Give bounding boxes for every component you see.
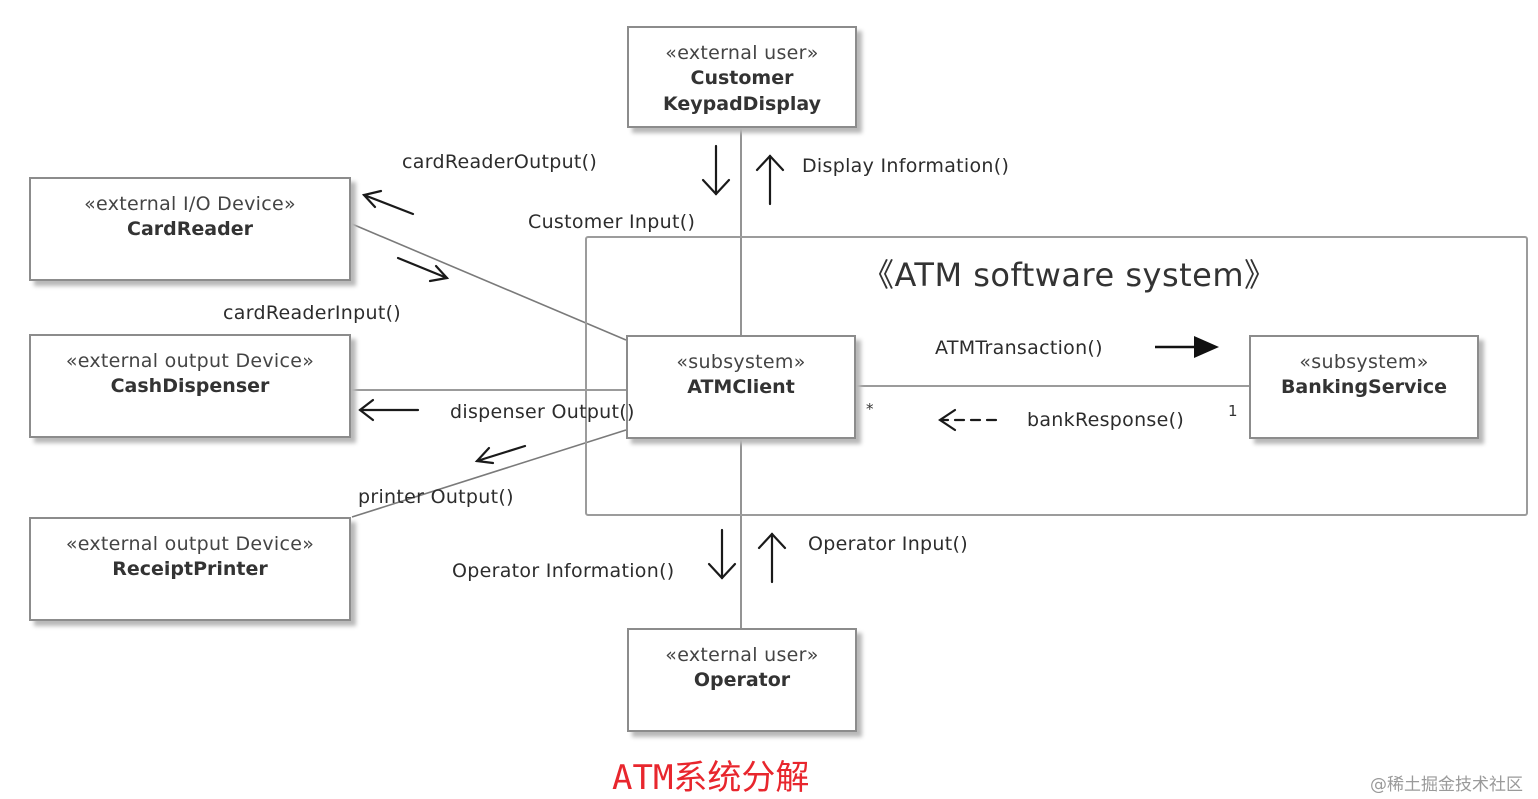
arrow-dispenser-output xyxy=(358,398,420,422)
system-title: 《ATM software system》 xyxy=(862,256,1277,294)
box-operator[interactable]: «external user» Operator xyxy=(627,628,857,732)
arrow-card-reader-output xyxy=(361,189,415,216)
box-banking-service[interactable]: «subsystem» BankingService xyxy=(1249,335,1479,439)
arrow-down-customer-input xyxy=(701,144,731,196)
line-cardreader-client xyxy=(351,223,627,341)
box-name: ReceiptPrinter xyxy=(112,558,268,580)
box-name: ATMClient xyxy=(687,376,795,398)
box-name-line1: Customer xyxy=(690,67,794,89)
diagram-caption: ATM系统分解 xyxy=(612,758,810,798)
label-display-information: Display Information() xyxy=(802,155,1010,177)
arrow-up-display-information xyxy=(755,154,785,206)
box-atm-client[interactable]: «subsystem» ATMClient xyxy=(626,335,856,439)
arrow-down-operator-information xyxy=(707,528,737,580)
box-card-reader[interactable]: «external I/O Device» CardReader xyxy=(29,177,351,281)
arrow-printer-output xyxy=(474,444,527,465)
multiplicity-client: * xyxy=(866,400,874,418)
label-customer-input: Customer Input() xyxy=(528,211,696,233)
stereotype-label: «external output Device» xyxy=(65,533,315,555)
label-operator-input: Operator Input() xyxy=(808,533,968,555)
label-dispenser-output: dispenser Output() xyxy=(450,401,635,423)
box-name: CashDispenser xyxy=(110,375,270,397)
stereotype-label: «subsystem» xyxy=(676,351,806,373)
atm-software-system-boundary xyxy=(585,236,1528,516)
box-receipt-printer[interactable]: «external output Device» ReceiptPrinter xyxy=(29,517,351,621)
box-name-line2: KeypadDisplay xyxy=(662,93,821,115)
line-printer-client xyxy=(351,429,627,518)
arrow-up-operator-input xyxy=(757,532,787,584)
label-printer-output: printer Output() xyxy=(358,486,514,508)
arrow-atm-transaction xyxy=(1155,336,1219,358)
stereotype-label: «external user» xyxy=(665,42,819,64)
label-operator-information: Operator Information() xyxy=(452,560,675,582)
stereotype-label: «external I/O Device» xyxy=(84,193,296,215)
arrow-card-reader-input xyxy=(396,256,450,283)
stereotype-label: «external output Device» xyxy=(65,350,315,372)
box-cash-dispenser[interactable]: «external output Device» CashDispenser xyxy=(29,334,351,438)
label-card-reader-input: cardReaderInput() xyxy=(223,302,401,324)
stereotype-label: «external user» xyxy=(665,644,819,666)
box-name: Operator xyxy=(693,669,791,691)
label-card-reader-output: cardReaderOutput() xyxy=(402,151,598,173)
box-name: BankingService xyxy=(1280,376,1448,398)
box-customer-keypad-display[interactable]: «external user» Customer KeypadDisplay xyxy=(627,26,857,128)
multiplicity-bank: 1 xyxy=(1228,402,1238,420)
stereotype-label: «subsystem» xyxy=(1299,351,1429,373)
label-atm-transaction: ATMTransaction() xyxy=(935,337,1103,359)
box-name: CardReader xyxy=(127,218,253,240)
arrow-bank-response xyxy=(938,408,998,432)
watermark: @稀土掘金技术社区 xyxy=(1370,775,1523,795)
label-bank-response: bankResponse() xyxy=(1027,409,1185,431)
